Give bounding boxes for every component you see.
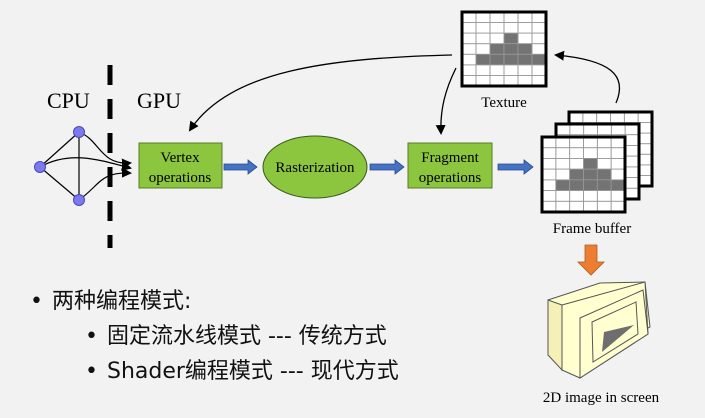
pixel-cell <box>569 179 584 191</box>
pixel-cell <box>503 32 519 45</box>
gpu-label: GPU <box>137 88 181 113</box>
pixel-cell <box>475 53 491 66</box>
pixel-cell <box>596 179 612 191</box>
pixel-cell <box>503 53 519 66</box>
pixel-cell <box>583 158 598 170</box>
bullet-sub1-text: 固定流水线模式 --- 传统方式 <box>107 324 387 349</box>
texture-to-vertex-arrow <box>188 54 453 132</box>
screen-label: 2D image in screen <box>543 390 660 406</box>
pixel-cell <box>596 168 612 181</box>
fragment-operations-box <box>407 142 493 189</box>
bullet-main: •两种编程模式: <box>30 289 192 314</box>
pixel-cell <box>583 179 598 191</box>
graph-node <box>73 194 85 206</box>
framebuffer-to-texture-arrow <box>554 50 621 104</box>
pixel-cell <box>610 179 626 191</box>
framebuffer-label: Frame buffer <box>553 221 631 237</box>
vertex-line2: operations <box>149 170 212 186</box>
bullet-sub2-text: Shader编程模式 --- 现代方式 <box>107 359 399 384</box>
pixel-cell <box>503 43 519 55</box>
texture-label: Texture <box>481 95 527 111</box>
pixel-cell <box>517 43 533 55</box>
fragment-line2: operations <box>419 170 482 186</box>
graph-node <box>34 161 46 173</box>
cpu-label: CPU <box>47 88 90 113</box>
bullet-sub2: •Shader编程模式 --- 现代方式 <box>85 359 399 384</box>
pixel-cell <box>569 168 584 181</box>
blue-flow-arrows <box>223 159 534 175</box>
vertex-graph <box>39 131 132 201</box>
texture-grid <box>460 10 548 88</box>
graph-node <box>73 126 85 138</box>
vertex-line1: Vertex <box>160 150 200 166</box>
rasterization-label: Rasterization <box>275 160 355 176</box>
pixel-cell <box>489 53 505 66</box>
bullet-sub1: •固定流水线模式 --- 传统方式 <box>85 324 387 349</box>
pixel-cell <box>489 43 505 55</box>
fragment-line1: Fragment <box>421 150 479 166</box>
pixel-cell <box>517 53 533 66</box>
frame-buffer-front <box>540 135 627 214</box>
texture-to-fragment-arrow <box>435 67 457 135</box>
pixel-cell <box>555 179 571 191</box>
orange-down-arrow <box>577 244 605 276</box>
pixel-cell <box>531 53 547 66</box>
bullet-main-text: 两种编程模式: <box>52 289 192 314</box>
pixel-cell <box>583 168 598 181</box>
vertex-operations-box <box>138 142 223 189</box>
rasterization-ellipse <box>262 135 368 199</box>
monitor-icon <box>547 281 651 379</box>
